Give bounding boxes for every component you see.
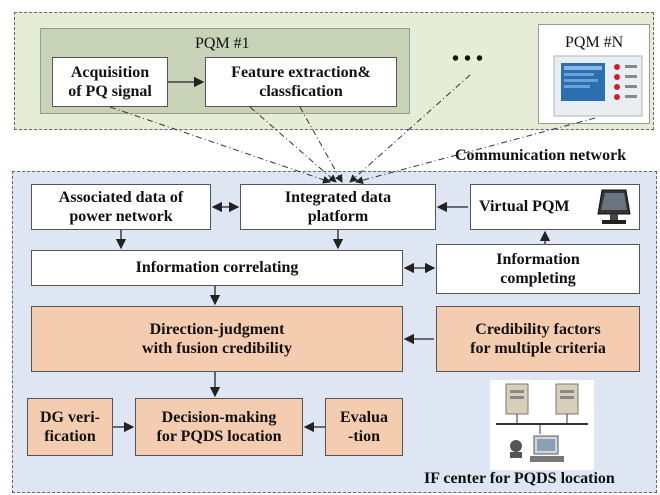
info-completing-box: Information completing: [436, 244, 640, 294]
pqm1-title: PQM #1: [195, 35, 250, 52]
evaluation-box: Evalua -tion: [325, 398, 403, 456]
pqmn-title: PQM #N: [565, 34, 624, 51]
info-correlating-box: Information correlating: [31, 250, 403, 286]
integrated-platform-box: Integrated data platform: [240, 184, 436, 230]
decision-making-box: Decision-making for PQDS location: [135, 398, 303, 456]
if-center-label: IF center for PQDS location: [424, 470, 615, 487]
pqm-device-icon: [553, 55, 643, 117]
comm-line-acq: [109, 106, 331, 184]
server-network-icon: [490, 380, 594, 470]
dg-verification-box: DG veri- fication: [27, 398, 113, 456]
comm-line-feature-1: [249, 106, 337, 183]
comm-line-ellipsis: [349, 74, 471, 183]
associated-data-box: Associated data of power network: [31, 184, 211, 230]
comm-line-feature-2: [299, 106, 343, 183]
credibility-factors-box: Credibility factors for multiple criteri…: [436, 306, 640, 372]
direction-judgment-box: Direction-judgment with fusion credibili…: [31, 306, 403, 372]
feature-extraction-box: Feature extraction& classfication: [205, 57, 397, 107]
terminal-icon: [596, 188, 632, 226]
communication-network-label: Communication network: [455, 147, 627, 164]
virtual-pqm-label: Virtual PQM: [479, 198, 570, 216]
acquisition-box: Acquisition of PQ signal: [52, 57, 168, 107]
comm-line-pqmn: [355, 117, 596, 185]
ellipsis: • • •: [452, 48, 484, 70]
